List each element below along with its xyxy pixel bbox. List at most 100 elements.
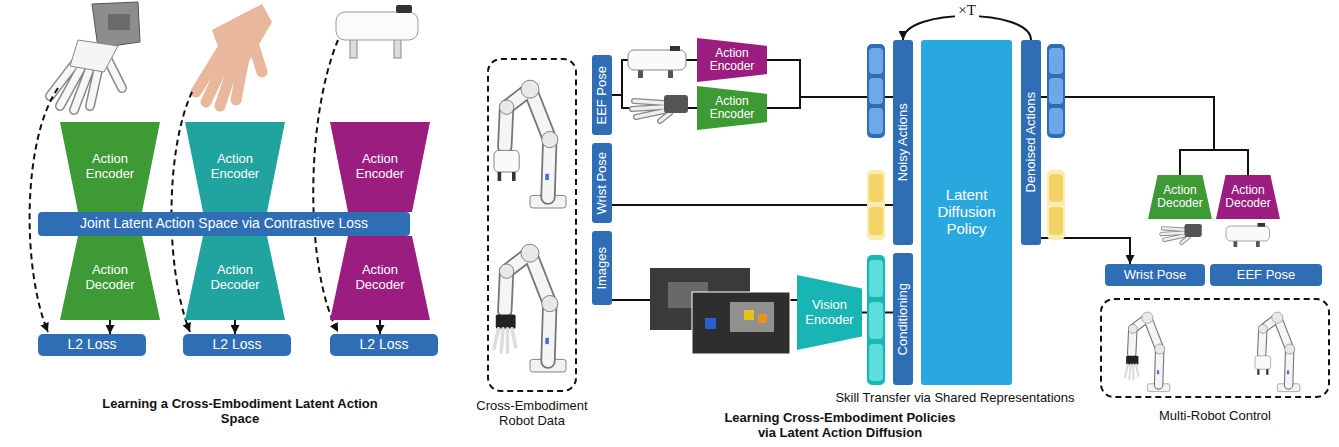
- node-text: L2 Loss: [212, 337, 261, 353]
- node-text: Action Encoder: [349, 152, 411, 181]
- node-text: Denoised Actions: [1024, 92, 1039, 192]
- token-column: [869, 260, 883, 297]
- robot-picture: [1255, 356, 1271, 375]
- node-text: EEF Pose: [595, 66, 610, 125]
- token-column: [869, 108, 883, 134]
- hand-icon: [664, 95, 688, 113]
- token-column: [1049, 48, 1063, 74]
- camera-image: [650, 268, 790, 354]
- token-column: [869, 344, 883, 381]
- robot-picture: [1125, 356, 1138, 380]
- node-text: Noisy Actions: [896, 103, 911, 181]
- token-column: [869, 207, 883, 235]
- vision-encoder: Vision Encoder: [797, 275, 862, 350]
- token-column: [869, 78, 883, 104]
- node-text: Wrist Pose: [1124, 268, 1187, 283]
- loss-box: L2 Loss: [183, 334, 291, 356]
- human-hand-picture: [196, 4, 272, 106]
- node-text: Conditioning: [896, 283, 911, 355]
- gripper-icon: [1258, 223, 1266, 227]
- gripper-icon: [1226, 223, 1270, 247]
- connector: [903, 16, 1031, 40]
- gripper-icon: [1226, 226, 1270, 241]
- token-bar: Denoised Actions: [1021, 40, 1041, 245]
- camera-image: [758, 314, 767, 323]
- connector: [109, 320, 111, 334]
- robot-group: Multi-Robot Control: [1100, 298, 1330, 398]
- connector: [234, 320, 236, 334]
- encoder-block: Action Encoder: [185, 122, 285, 212]
- token-column: [867, 170, 885, 240]
- dashed-reconstruction-arrow: [313, 40, 338, 332]
- encoder-block: Action Encoder: [697, 38, 767, 82]
- node-text: Latent Diffusion Policy: [928, 187, 1006, 237]
- node-text: Cross-Embodiment Robot Data: [462, 398, 602, 428]
- node-text: Action Decoder: [349, 263, 411, 292]
- gripper-picture: [336, 12, 418, 40]
- node-text: Action Decoder: [204, 263, 266, 292]
- decoder-block: Action Decoder: [60, 236, 160, 320]
- node-text: Multi-Robot Control: [1115, 408, 1315, 423]
- token-column: [1049, 207, 1063, 235]
- hand-icon: [1161, 224, 1201, 243]
- shape-outline: [697, 38, 767, 82]
- token-column: [1047, 44, 1065, 138]
- robot-picture: [499, 244, 566, 372]
- connector: [1041, 97, 1248, 175]
- camera-image: [705, 318, 716, 329]
- node-text: Action Encoder: [204, 152, 266, 181]
- shape-outline: [185, 236, 285, 320]
- token-column: [1049, 108, 1063, 134]
- robot-picture: [494, 314, 516, 352]
- token-column: [1049, 78, 1063, 104]
- node-text: Action Decoder: [1221, 184, 1275, 211]
- shape-outline: [60, 236, 160, 320]
- shape-outline: [60, 122, 160, 212]
- data-group: Cross-Embodiment Robot Data: [487, 58, 577, 392]
- shape-outline: [1148, 175, 1212, 219]
- robot-picture: [494, 150, 519, 181]
- token-bar: Conditioning: [893, 253, 913, 385]
- latent-space-band: Joint Latent Action Space via Contrastiv…: [38, 212, 410, 236]
- node-text: Joint Latent Action Space via Contrastiv…: [80, 216, 368, 232]
- robot-picture: [499, 80, 566, 208]
- camera-image: [692, 292, 790, 354]
- token-column: [869, 302, 883, 339]
- connector: [379, 320, 381, 334]
- camera-image: [730, 302, 774, 332]
- gripper-picture: [396, 5, 412, 13]
- node-text: Action Decoder: [79, 263, 141, 292]
- node-text: Action Encoder: [705, 47, 759, 74]
- camera-image: [744, 310, 754, 320]
- gripper-icon: [670, 46, 680, 51]
- dashed-reconstruction-arrow: [30, 40, 338, 332]
- node-text: Images: [595, 247, 610, 290]
- gripper-icon: [1234, 241, 1238, 247]
- encoder-block: Action Encoder: [330, 122, 430, 212]
- shape-outline: [797, 275, 862, 350]
- panel-caption: Learning Cross-Embodiment Policies via L…: [715, 410, 965, 440]
- dashed-reconstruction-arrow: [30, 88, 58, 332]
- gripper-icon: [628, 46, 686, 78]
- loss-box: L2 Loss: [330, 334, 438, 356]
- token-column: [869, 174, 883, 202]
- hand-icon: [1184, 224, 1201, 237]
- node-text: EEF Pose: [1237, 268, 1296, 283]
- decoder-block: Action Decoder: [1148, 175, 1212, 219]
- robot-picture: [1258, 312, 1299, 392]
- robot-hand-picture: [50, 2, 140, 110]
- gripper-icon: [1256, 241, 1260, 247]
- node-text: Action Encoder: [705, 95, 759, 122]
- edge-label: ×T: [955, 3, 979, 18]
- hand-icon: [632, 95, 688, 121]
- gripper-icon: [628, 50, 686, 70]
- panel-caption: Learning a Cross-Embodiment Latent Actio…: [100, 396, 380, 426]
- encoder-block: Action Encoder: [60, 122, 160, 212]
- token-bar: Noisy Actions: [893, 40, 913, 245]
- node-text: L2 Loss: [359, 337, 408, 353]
- connector: [1041, 238, 1130, 264]
- output-box: EEF Pose: [1210, 264, 1322, 286]
- gripper-icon: [668, 70, 673, 78]
- shape-outline: [330, 122, 430, 212]
- gripper-picture: [350, 38, 357, 58]
